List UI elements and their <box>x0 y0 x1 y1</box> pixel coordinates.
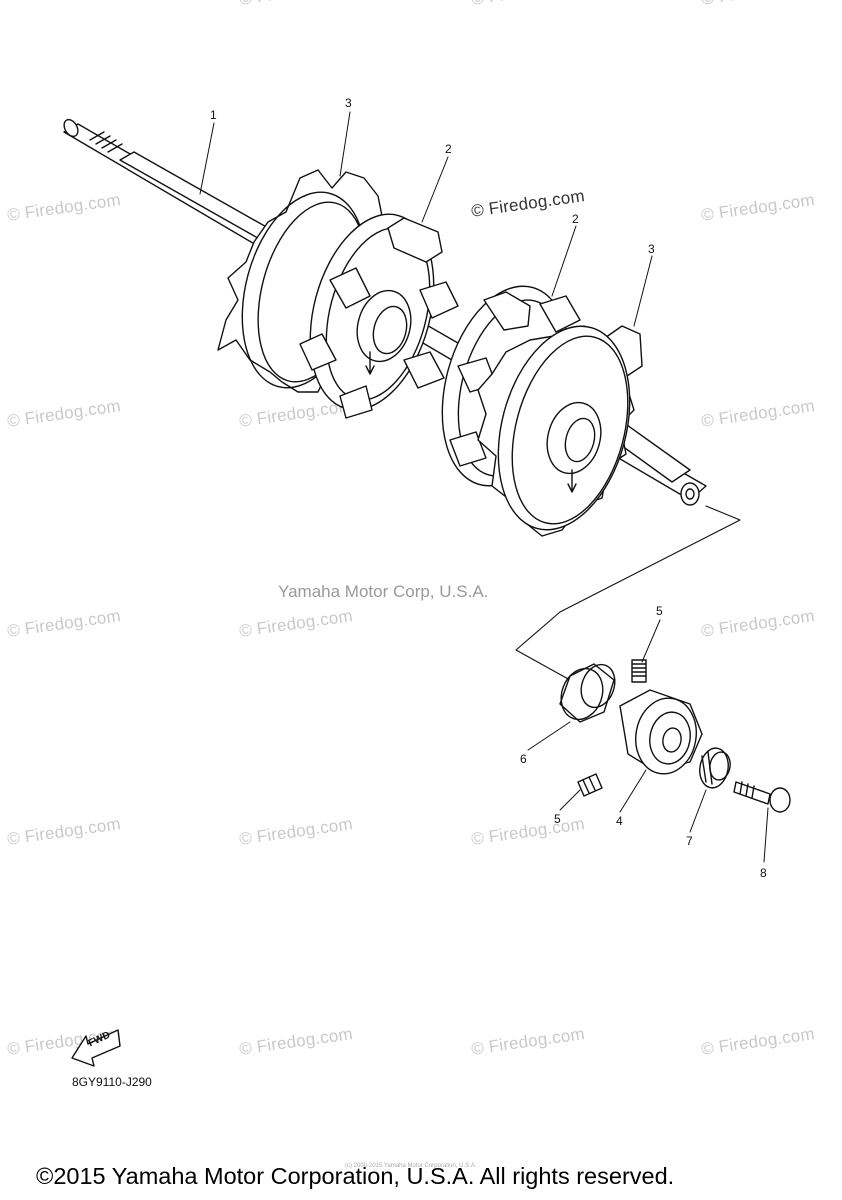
outer-sprocket-right <box>477 325 643 537</box>
label-inner-sprocket-right: 2 <box>572 212 579 226</box>
label-inner-sprocket-left: 2 <box>445 142 452 156</box>
label-cap: 7 <box>686 834 693 848</box>
label-collar: 6 <box>520 752 527 766</box>
set-screw-top <box>631 659 647 683</box>
collar <box>559 663 616 723</box>
copyright-notice: ©2015 Yamaha Motor Corporation, U.S.A. A… <box>36 1163 675 1189</box>
label-set-screw-bottom: 5 <box>554 812 561 826</box>
cap <box>699 747 731 789</box>
label-shaft: 1 <box>210 108 217 122</box>
label-leaders <box>199 111 769 863</box>
center-credit: Yamaha Motor Corp, U.S.A. <box>278 582 489 601</box>
part-code: 8GY9110-J290 <box>72 1075 152 1089</box>
label-outer-sprocket-left: 3 <box>345 96 352 110</box>
bolt <box>733 781 791 813</box>
set-screw-bottom <box>577 773 603 797</box>
group-leader-line <box>515 505 741 681</box>
label-bolt: 8 <box>760 866 767 880</box>
inner-sprocket-left <box>299 213 459 419</box>
label-bearing: 4 <box>616 814 623 828</box>
bearing <box>619 689 703 775</box>
tiny-credit: (c) 2000-2015 Yamaha Motor Corporation, … <box>345 1163 477 1169</box>
label-outer-sprocket-right: 3 <box>648 242 655 256</box>
label-set-screw-top: 5 <box>656 604 663 618</box>
fwd-arrow-icon <box>71 1029 121 1067</box>
